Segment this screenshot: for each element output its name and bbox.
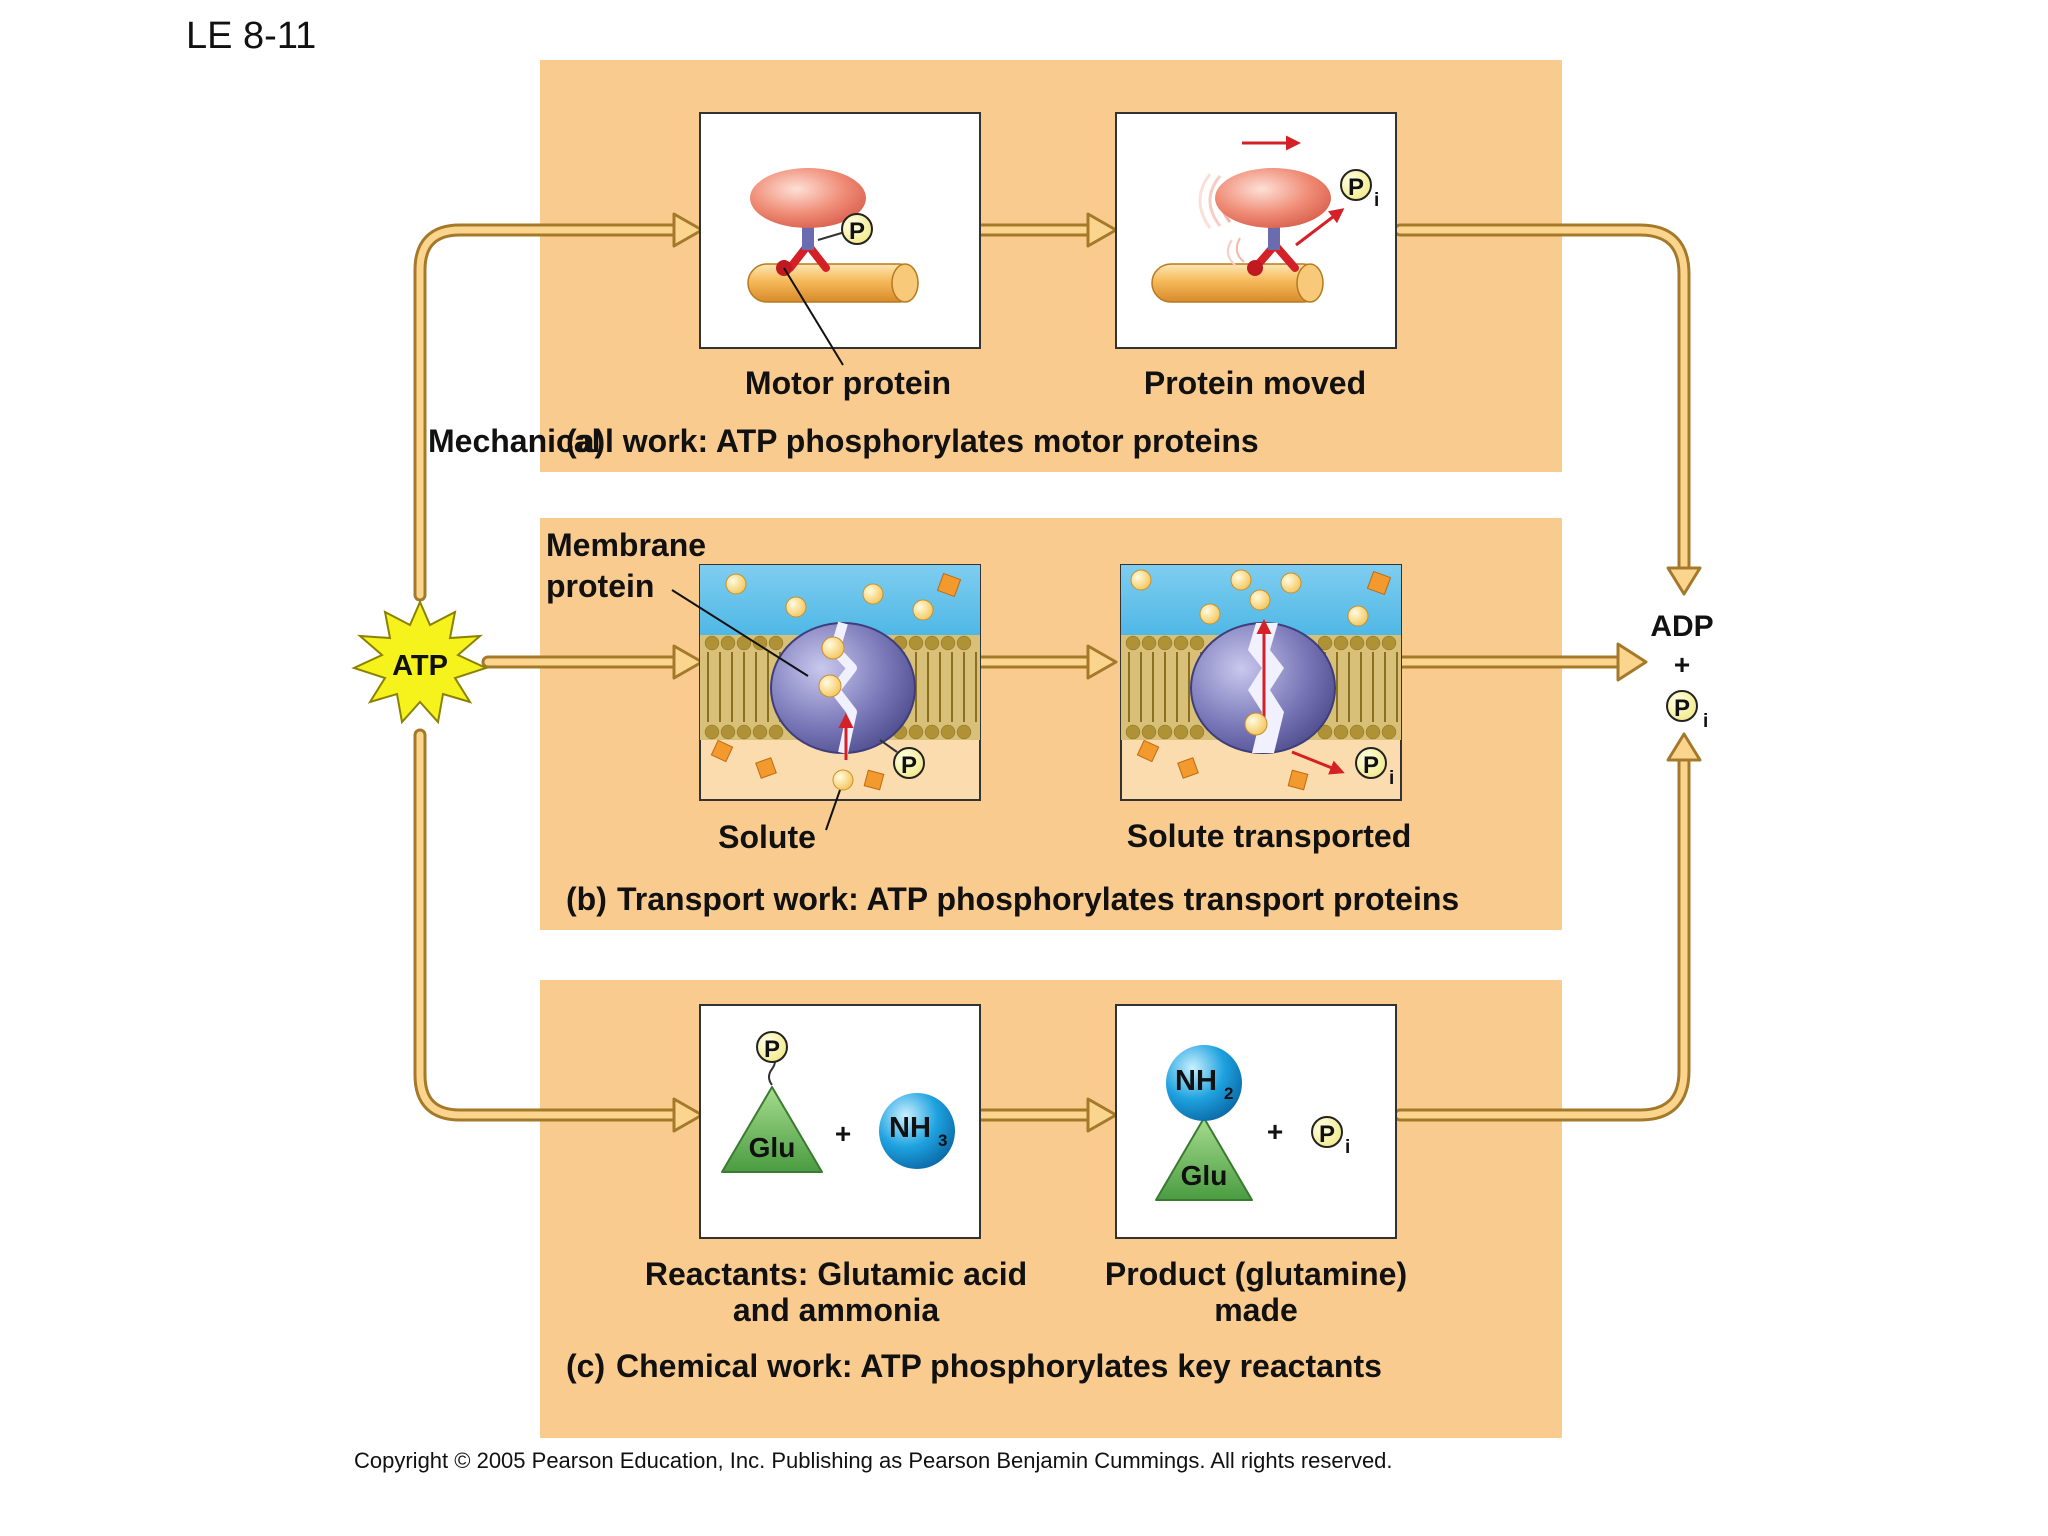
transport-protein-open (1190, 619, 1336, 754)
panel-c-caption-tag: (c) (566, 1348, 605, 1384)
svg-text:i: i (1345, 1137, 1350, 1158)
flow-arrows (413, 223, 1691, 1122)
phosphate-badge: P (841, 213, 873, 245)
panel-a-right-box (1115, 112, 1397, 349)
membrane-protein-leader (671, 589, 809, 677)
panel-a-left-box (699, 112, 981, 349)
atp-label: ATP (392, 650, 448, 682)
transport-protein-closed (770, 621, 916, 760)
adp-plus: + (1674, 649, 1690, 680)
released-phosphate-badge-a: P i (1340, 169, 1379, 211)
svg-text:P: P (849, 218, 865, 245)
solute-particles-b-left (710, 572, 962, 791)
phosphate-badge-b: P (879, 739, 925, 779)
arrowheads (672, 212, 1702, 1133)
product-label-line-1: Product (glutamine) (1105, 1256, 1407, 1292)
panel-a-caption-tag: (a) (566, 423, 605, 459)
svg-text:i: i (1703, 711, 1708, 732)
svg-text:NH: NH (889, 1112, 931, 1144)
copyright-notice: Copyright © 2005 Pearson Education, Inc.… (354, 1448, 1393, 1473)
released-phosphate-badge-c: P i (1311, 1116, 1350, 1158)
glutamine-product: NH 2 Glu (1155, 1045, 1253, 1201)
reactant-plus: + (835, 1118, 851, 1149)
solute-label: Solute (718, 819, 816, 855)
solute-leader (825, 789, 841, 831)
svg-text:i: i (1374, 190, 1379, 211)
svg-text:P: P (901, 752, 917, 779)
glu-phosphate-reactant: P Glu (721, 1031, 823, 1173)
reactants-label-line-1: Reactants: Glutamic acid (645, 1256, 1027, 1292)
membrane-label-line-1: Membrane (546, 527, 706, 563)
solute-particles-b-right (1130, 569, 1392, 791)
svg-text:2: 2 (1224, 1084, 1233, 1103)
atp-burst (351, 599, 489, 725)
motor-protein-label: Motor protein (745, 365, 951, 401)
reactants-label-line-2: and ammonia (733, 1292, 939, 1328)
svg-text:Glu: Glu (749, 1132, 796, 1163)
panel-b-left-box (699, 564, 981, 801)
motor-protein-illustration (747, 168, 919, 366)
membrane-label-line-2: protein (546, 568, 654, 604)
svg-text:P: P (764, 1036, 780, 1063)
svg-text:3: 3 (938, 1131, 947, 1150)
panel-a-background (540, 60, 1562, 472)
svg-text:i: i (1389, 768, 1394, 789)
svg-text:P: P (1363, 752, 1379, 779)
svg-text:P: P (1348, 174, 1364, 201)
slide-label: LE 8-11 (186, 15, 316, 57)
panel-b-caption: Transport work: ATP phosphorylates trans… (617, 881, 1459, 917)
panel-c-caption: Chemical work: ATP phosphorylates key re… (616, 1348, 1382, 1384)
panel-a-caption-underlay: Mechanical (428, 423, 601, 459)
ammonia-molecule: NH 3 (879, 1093, 955, 1169)
panel-b-caption-tag: (b) (566, 881, 607, 917)
adp-label: ADP (1650, 610, 1713, 643)
adp-pi-badge: P i (1666, 690, 1708, 732)
svg-text:P: P (1319, 1121, 1335, 1148)
moved-protein-illustration (1151, 135, 1345, 303)
svg-text:Glu: Glu (1181, 1160, 1228, 1191)
svg-text:NH: NH (1175, 1065, 1217, 1097)
solute-transported-label: Solute transported (1127, 818, 1411, 854)
released-phosphate-badge-b: P i (1355, 747, 1394, 789)
svg-text:P: P (1674, 695, 1690, 722)
panel-c-right-box (1115, 1004, 1397, 1239)
protein-moved-label: Protein moved (1144, 365, 1366, 401)
panel-b-background (540, 518, 1562, 930)
product-label-line-2: made (1214, 1292, 1298, 1328)
product-plus: + (1267, 1116, 1283, 1147)
panel-a-caption: l work: ATP phosphorylates motor protein… (605, 423, 1259, 459)
